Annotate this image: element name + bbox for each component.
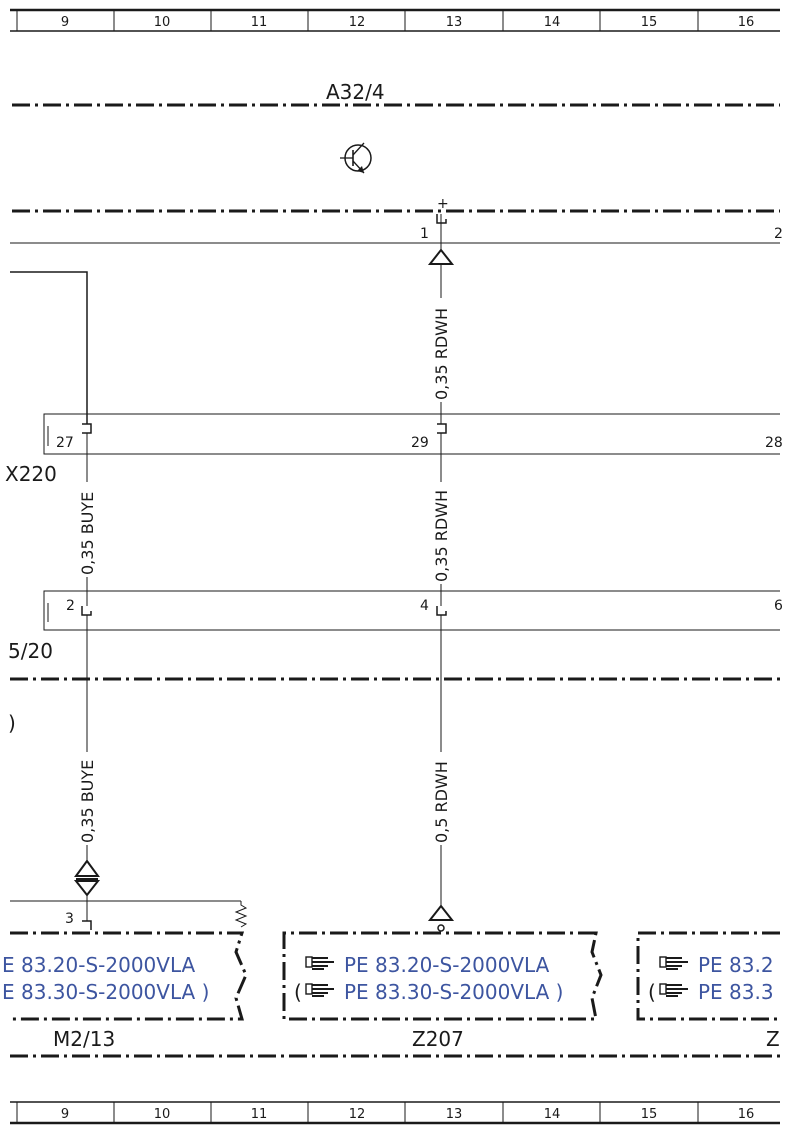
grid-col-16: 16 <box>738 15 755 30</box>
label-z207: Z207 <box>412 1027 464 1051</box>
pin-connectors <box>81 214 447 930</box>
transistor-symbol-icon <box>340 142 372 174</box>
grid-col-9: 9 <box>61 1107 69 1122</box>
component-a32-4: A32/4 + 1 2 <box>10 80 783 244</box>
paren-open: ( <box>294 980 302 1004</box>
reference-link-z-2[interactable]: PE 83.3 <box>698 980 774 1004</box>
wires <box>10 214 455 932</box>
reference-link-m2-13-1[interactable]: E 83.20-S-2000VLA <box>2 953 196 977</box>
pin-4: 4 <box>420 598 429 614</box>
pin-plus: + <box>437 196 449 212</box>
pin-29: 29 <box>411 435 429 451</box>
reference-link-z207-2[interactable]: PE 83.30-S-2000VLA ) <box>344 980 563 1004</box>
grid-col-15: 15 <box>641 1107 658 1122</box>
grid-col-12: 12 <box>349 1107 366 1122</box>
grid-col-12: 12 <box>349 15 366 30</box>
pin-27: 27 <box>56 435 74 451</box>
component-m2-13: 3 E 83.20-S-2000VLA E 83.30-S-2000VLA ) … <box>2 900 248 1051</box>
pin-28-partial: 28 <box>765 435 783 451</box>
connector-x5-20: 2 4 6 5/20 <box>8 590 783 663</box>
component-z-partial: PE 83.2 ( PE 83.3 Z <box>636 931 780 1051</box>
grid-col-13: 13 <box>446 1107 463 1122</box>
left-partial-text: ) <box>8 711 16 735</box>
grid-col-11: 11 <box>251 1107 268 1122</box>
pin-6-partial: 6 <box>774 598 783 614</box>
wire-label-rdwh-low: 0,5 RDWH <box>432 761 451 843</box>
pin-1: 1 <box>420 226 429 242</box>
reference-link-z207-1[interactable]: PE 83.20-S-2000VLA <box>344 953 550 977</box>
pin-2: 2 <box>66 598 75 614</box>
label-a32-4: A32/4 <box>326 80 385 104</box>
grid-col-13: 13 <box>446 15 463 30</box>
grid-col-10: 10 <box>154 15 171 30</box>
wire-label-buye-low: 0,35 BUYE <box>78 760 97 843</box>
grid-col-10: 10 <box>154 1107 171 1122</box>
pointing-hand-icon <box>659 983 688 997</box>
pointing-hand-icon <box>305 983 334 997</box>
grid-col-14: 14 <box>544 1107 561 1122</box>
bottom-grid-ruler: 9 10 11 12 13 14 15 16 <box>10 1101 780 1125</box>
connector-x220: 27 29 28 X220 <box>5 413 783 486</box>
pointing-hand-icon <box>305 956 334 970</box>
label-z-partial: Z <box>766 1027 780 1051</box>
wire-label-rdwh-mid: 0,35 RDWH <box>432 490 451 582</box>
pin-3: 3 <box>65 911 74 927</box>
pointing-hand-icon <box>659 956 688 970</box>
label-x5-20: 5/20 <box>8 639 53 663</box>
grid-col-16: 16 <box>738 1107 755 1122</box>
paren-open: ( <box>648 980 656 1004</box>
wire-label-rdwh-top: 0,35 RDWH <box>432 308 451 400</box>
grid-col-11: 11 <box>251 15 268 30</box>
component-z207: PE 83.20-S-2000VLA ( PE 83.30-S-2000VLA … <box>282 931 603 1051</box>
grid-col-9: 9 <box>61 15 69 30</box>
reference-link-m2-13-2[interactable]: E 83.30-S-2000VLA ) <box>2 980 209 1004</box>
pin-2-partial: 2 <box>774 226 783 242</box>
top-grid-ruler: 9 10 11 12 13 14 15 16 <box>10 8 780 32</box>
label-x220: X220 <box>5 462 57 486</box>
reference-link-z-1[interactable]: PE 83.2 <box>698 953 774 977</box>
grid-col-14: 14 <box>544 15 561 30</box>
label-m2-13: M2/13 <box>53 1027 115 1051</box>
wire-label-buye-mid: 0,35 BUYE <box>78 492 97 575</box>
grid-col-15: 15 <box>641 15 658 30</box>
